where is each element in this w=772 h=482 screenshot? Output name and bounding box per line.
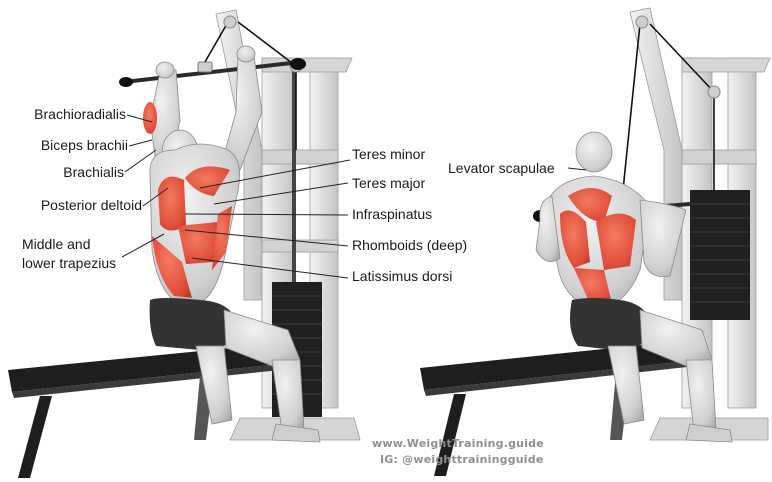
label-brachioradialis: Brachioradialis bbox=[34, 106, 126, 123]
label-middle-lower-trapezius-line1: Middle and bbox=[22, 236, 91, 253]
label-brachialis: Brachialis bbox=[63, 164, 124, 181]
bench-one bbox=[8, 344, 280, 478]
label-rhomboids-deep: Rhomboids (deep) bbox=[352, 237, 467, 254]
label-posterior-deltoid: Posterior deltoid bbox=[41, 197, 142, 214]
label-teres-major: Teres major bbox=[352, 175, 425, 192]
label-middle-lower-trapezius-line2: lower trapezius bbox=[22, 255, 116, 272]
watermark-website: www.WeightTraining.guide bbox=[372, 437, 544, 450]
watermark-instagram: IG: @weighttrainingguide bbox=[380, 453, 544, 466]
label-latissimus-dorsi: Latissimus dorsi bbox=[352, 268, 452, 285]
leader-biceps-brachii bbox=[129, 140, 152, 146]
label-teres-minor: Teres minor bbox=[352, 146, 425, 163]
figure-two bbox=[420, 8, 770, 476]
label-levator-scapulae: Levator scapulae bbox=[448, 160, 555, 177]
label-biceps-brachii: Biceps brachii bbox=[41, 137, 128, 154]
label-infraspinatus: Infraspinatus bbox=[352, 206, 432, 223]
